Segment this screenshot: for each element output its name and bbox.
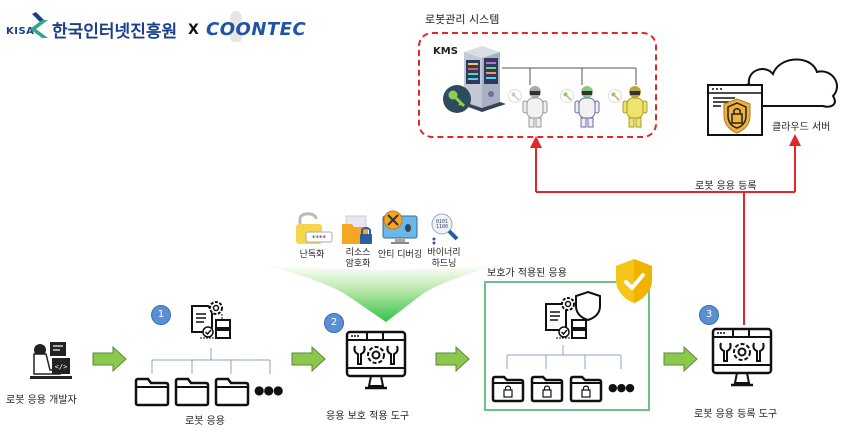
folder-icon [134,377,170,407]
svg-text:1100: 1100 [436,224,448,230]
locked-folder-icon [530,375,564,403]
verified-shield-icon [616,259,652,303]
folder-icon [214,377,250,407]
kms-key-icon [443,85,471,113]
step-badge-2: 2 [324,313,344,333]
more-ellipsis: ●●● [608,381,635,394]
registration-flow-label: 로봇 응용 등록 [695,181,757,192]
binary-magnifier-icon: 0101 1100 [431,213,459,245]
coontec-logo: COONTEC [206,8,326,44]
robot-icon [522,86,548,128]
kisa-chevron-icon [30,12,48,38]
svg-text:0101: 0101 [436,219,448,225]
cloud-server-label: 클라우드 서버 [772,122,831,133]
app-config-icon [191,301,231,339]
flow-arrow-1 [92,345,127,373]
protection-resource-encryption: 리소스 암호화 [338,210,378,270]
kms-server-icon [460,46,506,112]
padlock-password-icon: **** [296,212,333,244]
app-tree-lines [151,348,271,374]
svg-text:</>: </> [55,363,68,371]
protection-label: 안티 디버깅 [377,250,423,260]
robot-1 [508,85,550,130]
kms-label: KMS [433,46,458,57]
flow-arrow-3 [435,345,470,373]
logo-separator: X [188,22,199,38]
protection-label: 바이너리 하드닝 [427,248,461,269]
protection-label: 난독화 [299,250,325,260]
locked-folder-icon [491,375,525,403]
robot-key-icon [608,89,622,103]
browser-window-icon [707,84,763,136]
protection-tool-monitor-icon [345,330,407,390]
protected-app-title: 보호가 적용된 응용 [487,268,567,279]
kisa-logo: KISA 한국인터넷진흥원 [4,12,184,42]
app-folders: ●●● [134,377,294,407]
robot-icon [574,86,600,128]
protected-app-box [484,281,650,411]
coontec-mascot-icon [230,11,242,42]
kisa-abbr: KISA [6,26,35,37]
developer-label: 로봇 응용 개발자 [6,395,77,406]
protection-anti-debugging: 안티 디버깅 [375,208,425,260]
robot-3 [608,85,650,130]
coontec-name: COONTEC [206,19,307,40]
robot-system-title: 로봇관리 시스템 [425,13,500,26]
protection-binary-hardening: 0101 1100 바이너리 하드닝 [424,212,464,272]
kisa-name: 한국인터넷진흥원 [52,22,178,42]
robot-key-icon [560,89,574,103]
flow-arrow-2 [291,345,326,373]
registration-tool-monitor-icon [711,327,773,387]
more-ellipsis: ●●● [254,383,283,397]
protection-obfuscation: **** 난독화 [290,210,334,262]
robot-key-icon [508,89,522,103]
developer-icon: </> [30,342,72,379]
locked-app-folders: ●●● [491,375,641,403]
robot-apps-label: 로봇 응용 [185,416,225,427]
protected-app-tree-lines [506,345,622,369]
protection-tool-label: 응용 보호 적용 도구 [326,411,410,422]
robot-icon [622,86,648,128]
protection-label: 리소스 암호화 [345,248,371,269]
svg-text:****: **** [312,234,327,242]
folder-icon [174,377,210,407]
flow-arrow-4 [663,345,698,373]
folder-lock-icon [342,215,372,244]
robot-2 [560,85,602,130]
registration-tool-label: 로봇 응용 등록 도구 [694,409,778,420]
protected-app-config-icon [545,290,601,339]
security-shield-lock-icon [723,98,751,134]
monitor-bug-icon [382,210,418,244]
step-badge-1: 1 [151,305,171,325]
protection-funnel-arrow [262,264,502,322]
locked-folder-icon [569,375,603,403]
step-badge-3: 3 [699,305,719,325]
